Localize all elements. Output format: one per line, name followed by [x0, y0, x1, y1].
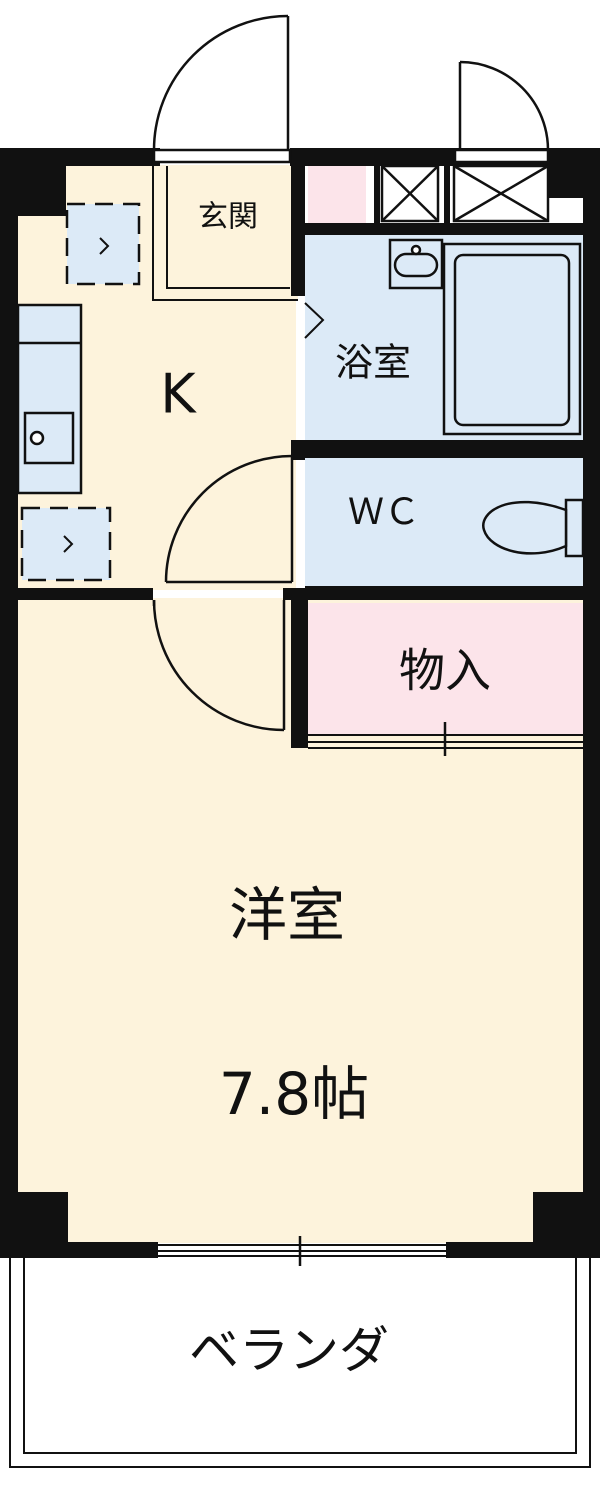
vent-icon — [63, 237, 110, 553]
vent-icon — [20, 202, 141, 582]
door-swing-icon — [164, 454, 294, 584]
sink-icon — [388, 238, 444, 290]
label-western-room: 洋室 — [229, 881, 345, 949]
storage-shoe-box — [308, 165, 366, 223]
door-swing-icon — [152, 14, 292, 164]
label-kitchen: K — [160, 363, 197, 426]
label-veranda: ベランダ — [189, 1322, 389, 1380]
label-wc: ＷＣ — [348, 492, 420, 533]
toilet-icon — [482, 498, 585, 558]
bath-door-marker — [304, 302, 325, 339]
genkan-step-outline — [152, 166, 298, 301]
sliding-window-icon — [158, 1236, 446, 1266]
genkan-inner-outline — [166, 166, 290, 289]
sliding-window-icon — [308, 722, 583, 756]
veranda-outline — [9, 1258, 591, 1468]
sink-icon — [16, 303, 83, 495]
floor-genkan — [158, 165, 298, 300]
bathtub-icon — [442, 242, 582, 436]
vent-icon — [380, 164, 550, 223]
floor-storage — [305, 603, 583, 735]
label-storage: 物入 — [399, 644, 491, 698]
door-swing-icon — [453, 60, 550, 164]
label-western-size: 7.8帖 — [219, 1060, 369, 1128]
label-genkan: 玄関 — [198, 200, 258, 235]
label-bath: 浴室 — [335, 341, 411, 385]
door-swing-icon — [152, 599, 286, 732]
